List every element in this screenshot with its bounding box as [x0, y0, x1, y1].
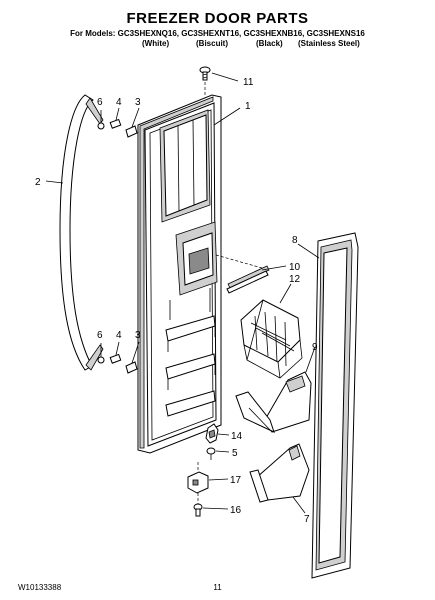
part-8-gasket — [311, 232, 359, 579]
callout-12: 12 — [289, 274, 301, 285]
callout-8: 8 — [292, 235, 298, 246]
lower-handle-fasteners — [97, 341, 140, 374]
part-11-screw — [199, 66, 211, 81]
page-number: 11 — [213, 583, 222, 592]
part-7-bin — [249, 443, 310, 503]
callout-7: 7 — [304, 514, 310, 525]
callout-4-upper: 4 — [116, 97, 122, 108]
leader-8 — [297, 243, 320, 259]
part-12-wire-basket — [240, 299, 303, 379]
part-2-handle — [59, 94, 104, 371]
leader-12 — [279, 283, 292, 304]
callout-6-lower: 6 — [97, 330, 103, 341]
leader-5 — [215, 450, 230, 453]
callout-5: 5 — [232, 448, 238, 459]
variant-stainless-steel: (Stainless Steel) — [298, 39, 360, 48]
part-17-bracket — [187, 471, 209, 494]
callout-14: 14 — [231, 431, 243, 442]
callout-16: 16 — [230, 505, 242, 516]
leader-7 — [292, 496, 306, 514]
variant-black: (Black) — [256, 39, 283, 48]
callout-6-upper: 6 — [97, 97, 103, 108]
callout-3-upper: 3 — [135, 97, 141, 108]
leader-14 — [217, 433, 230, 436]
leader-10 — [261, 265, 287, 271]
callout-1: 1 — [245, 101, 251, 112]
part-16-screw — [193, 503, 203, 517]
leader-17 — [208, 478, 229, 481]
leader-11 — [211, 72, 239, 82]
leader-2 — [45, 180, 64, 184]
callout-10: 10 — [289, 262, 301, 273]
part-9-bin — [235, 371, 312, 433]
leader-9 — [305, 346, 316, 373]
callout-4-lower: 4 — [116, 330, 122, 341]
document-number: W10133388 — [18, 583, 62, 592]
part-14-clip — [205, 423, 219, 444]
upper-handle-fasteners — [97, 107, 140, 138]
part-5-screw — [206, 447, 216, 460]
callout-2: 2 — [35, 177, 41, 188]
variants-row: (White) (Biscuit) (Black) (Stainless Ste… — [0, 39, 435, 51]
part-10-strip — [226, 265, 270, 294]
page-title: FREEZER DOOR PARTS — [126, 10, 309, 27]
leader-1 — [213, 107, 241, 126]
callout-17: 17 — [230, 475, 242, 486]
variant-white: (White) — [142, 39, 170, 48]
part-1-door-panel — [137, 94, 222, 454]
variant-biscuit: (Biscuit) — [196, 39, 228, 48]
part-10-guide — [215, 254, 263, 269]
models-line: For Models: GC3SHEXNQ16, GC3SHEXNT16, GC… — [70, 29, 365, 38]
callout-9: 9 — [312, 342, 318, 353]
leader-16 — [202, 507, 229, 510]
callout-11: 11 — [243, 77, 254, 88]
callout-3-lower: 3 — [135, 330, 141, 341]
